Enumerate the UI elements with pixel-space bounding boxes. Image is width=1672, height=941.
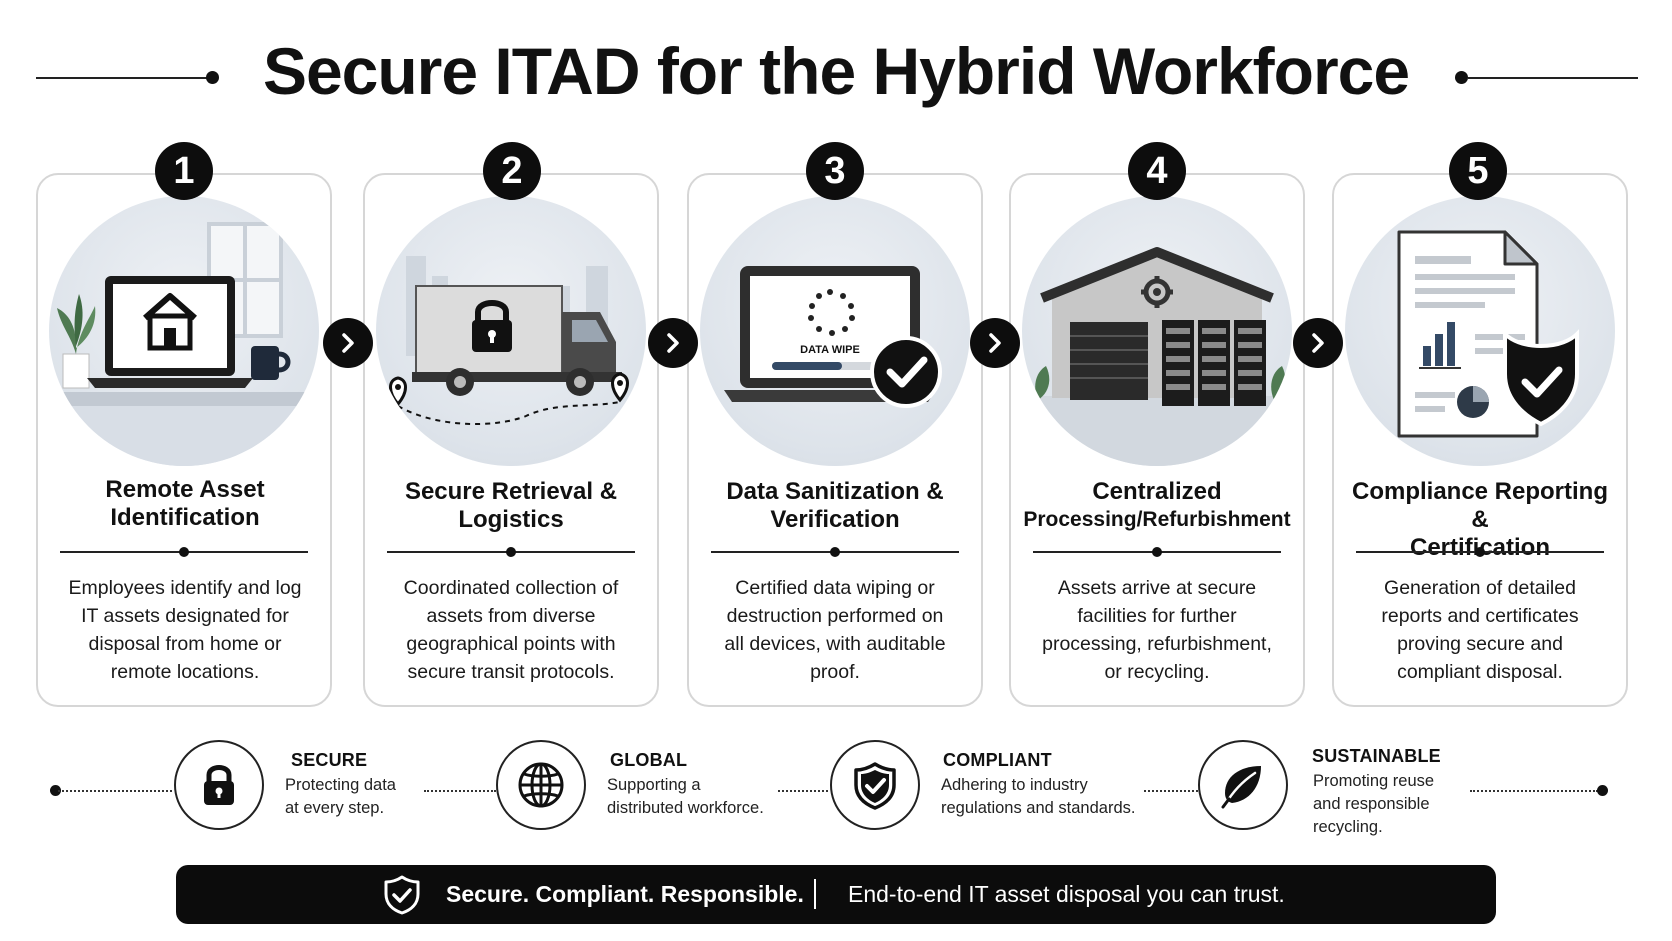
title-row: Secure ITAD for the Hybrid Workforce [0, 22, 1672, 122]
step-title-1: Remote Asset Identification [105, 476, 265, 531]
step-divider-dot-3 [830, 547, 840, 557]
feature-compliant-title: COMPLIANT [943, 750, 1052, 770]
data-wipe-laptop-illustration: DATA WIPE [700, 196, 970, 466]
step-title-4: Centralized Processing/Refurbishment [1023, 478, 1291, 531]
title-rule-right-dot [1455, 71, 1468, 84]
features-rule-1 [58, 790, 172, 792]
step-divider-dot-2 [506, 547, 516, 557]
shield-check-icon [854, 762, 896, 810]
secure-truck-illustration [376, 196, 646, 466]
feature-secure-badge [174, 740, 264, 830]
features-rule-3 [778, 790, 828, 792]
feature-secure-title: SECURE [291, 750, 368, 770]
compliance-report-illustration [1345, 196, 1615, 466]
step-description-2: Coordinated collection of assets from di… [403, 577, 619, 683]
step-number-badge-4: 4 [1128, 142, 1186, 200]
feature-sustainable-badge [1198, 740, 1288, 830]
step-description-1: Employees identify and log IT assets des… [68, 577, 302, 683]
shield-check-icon [384, 875, 420, 915]
feature-sustainable-title: SUSTAINABLE [1312, 746, 1441, 766]
feature-global-desc: Supporting a distributed workforce. [607, 776, 764, 817]
banner-separator [814, 879, 816, 909]
lock-icon [204, 765, 234, 805]
next-step-arrow-2 [648, 318, 698, 368]
feature-global-badge [496, 740, 586, 830]
features-rule-2 [424, 790, 496, 792]
feature-compliant-desc: Adhering to industry regulations and sta… [941, 776, 1136, 817]
features-rule-right-dot [1597, 785, 1608, 796]
chevron-right-icon [989, 333, 1001, 353]
step-title-3: Data Sanitization & Verification [726, 478, 944, 533]
step-number-badge-3: 3 [806, 142, 864, 200]
features-rule-left-dot [50, 785, 61, 796]
title-rule-left [36, 77, 211, 79]
chevron-right-icon [667, 333, 679, 353]
step-number-badge-5: 5 [1449, 142, 1507, 200]
step-title-2: Secure Retrieval & Logistics [404, 478, 618, 533]
banner-tagline: Secure. Compliant. Responsible. [446, 881, 804, 907]
banner-message: End-to-end IT asset disposal you can tru… [848, 881, 1285, 907]
features-rule-4 [1144, 790, 1198, 792]
globe-icon [518, 762, 564, 808]
feature-sustainable-desc: Promoting reuse and responsible recyclin… [1313, 772, 1435, 836]
chevron-right-icon [1312, 333, 1324, 353]
leaf-icon [1221, 766, 1261, 809]
next-step-arrow-3 [970, 318, 1020, 368]
step-description-5: Generation of detailed reports and certi… [1381, 577, 1579, 683]
features-rule-5 [1470, 790, 1598, 792]
step-divider-dot-4 [1152, 547, 1162, 557]
step-description-4: Assets arrive at secure facilities for f… [1042, 577, 1272, 683]
next-step-arrow-1 [323, 318, 373, 368]
data-wipe-label: DATA WIPE [800, 344, 860, 356]
page-title: Secure ITAD for the Hybrid Workforce [262, 34, 1410, 108]
step-divider-dot-1 [179, 547, 189, 557]
title-rule-left-dot [206, 71, 219, 84]
next-step-arrow-4 [1293, 318, 1343, 368]
tagline-banner: Secure. Compliant. Responsible. End-to-e… [176, 865, 1496, 924]
step-number-badge-2: 2 [483, 142, 541, 200]
step-number-badge-1: 1 [155, 142, 213, 200]
step-description-3: Certified data wiping or destruction per… [724, 577, 946, 683]
processing-facility-illustration [1022, 196, 1292, 466]
step-divider-dot-5 [1475, 547, 1485, 557]
feature-global-title: GLOBAL [610, 750, 688, 770]
chevron-right-icon [342, 333, 354, 353]
title-rule-right [1468, 77, 1638, 79]
feature-secure-desc: Protecting data at every step. [285, 776, 396, 817]
feature-compliant-badge [830, 740, 920, 830]
remote-home-laptop-illustration [49, 196, 319, 466]
